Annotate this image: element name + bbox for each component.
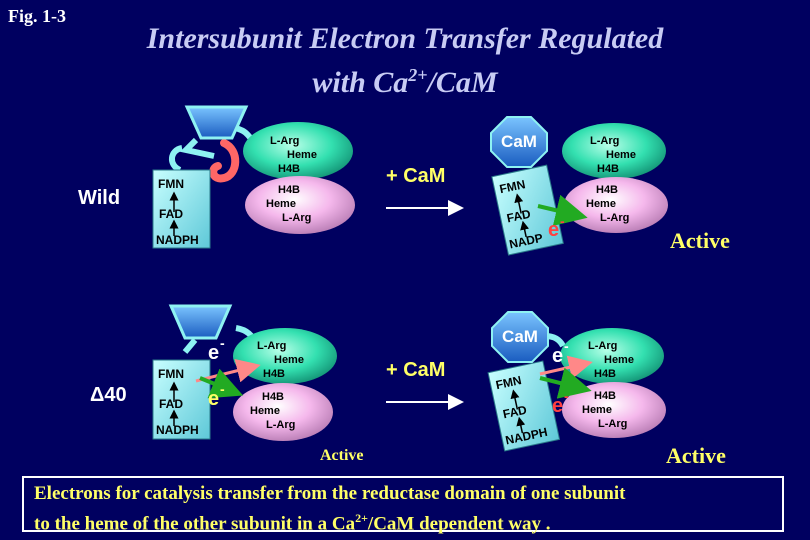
heme-domain-green: [562, 123, 666, 179]
caption-ca-charge: 2+: [355, 511, 368, 525]
heme-pink-h4b: H4B: [262, 391, 284, 403]
add-cam-label-top: + CaM: [386, 165, 445, 187]
heme-green-heme: Heme: [606, 149, 636, 161]
reductase-fmn: FMN: [158, 177, 184, 191]
reductase-arrow: [510, 389, 520, 410]
heme-green-h4b: H4B: [263, 368, 285, 380]
electron-label-top: e: [552, 345, 563, 367]
caption-line-1: Electrons for catalysis transfer from th…: [34, 483, 626, 504]
wild-inactive-enzyme: L-Arg Heme H4B H4B Heme L-Arg FMN FAD NA…: [152, 105, 355, 249]
heme-domain-pink: [564, 177, 668, 233]
calmodulin-binding-site: [168, 304, 233, 340]
calmodulin-label: CaM: [502, 327, 538, 346]
heme-pink-heme: Heme: [266, 198, 296, 210]
electron-charge: -: [564, 388, 569, 404]
electron-charge: -: [220, 335, 225, 351]
heme-pink-larg: L-Arg: [266, 419, 295, 431]
reductase-fmn: FMN: [498, 177, 526, 196]
reductase-arrow: [516, 416, 526, 434]
heme-pink-larg: L-Arg: [282, 212, 311, 224]
active-label-bottom: Active: [666, 443, 726, 468]
title-line-1: Intersubunit Electron Transfer Regulated: [146, 22, 664, 55]
electron-charge: -: [560, 213, 565, 229]
heme-green-heme: Heme: [274, 354, 304, 366]
electron-transfer-arrow: [537, 194, 588, 226]
heme-green-h4b: H4B: [594, 368, 616, 380]
electron-label: e: [548, 219, 559, 241]
reductase-nadph-clipped: NADP: [508, 231, 544, 252]
linker: [182, 338, 198, 354]
delta40-enzyme: L-Arg Heme H4B H4B Heme L-Arg FMN FAD NA…: [152, 304, 337, 441]
reductase-fmn: FMN: [158, 367, 184, 381]
title-line-2: with Ca2+/CaM: [0, 58, 810, 100]
heme-pink-h4b: H4B: [278, 184, 300, 196]
title-cam: /CaM: [427, 66, 498, 99]
row-label-delta40: Δ40: [90, 384, 127, 406]
heme-pink-h4b: H4B: [594, 390, 616, 402]
heme-green-larg: L-Arg: [590, 135, 619, 147]
electron-label-bottom: e: [208, 388, 219, 410]
caption-line-2: to the heme of the other subunit in a Ca…: [34, 506, 772, 536]
electron-label-top: e: [208, 342, 219, 364]
electron-transfer-arrow-green: [199, 368, 244, 399]
electron-charge: -: [564, 338, 569, 354]
electron-transfer-arrow-green: [539, 367, 592, 399]
row-label-wild: Wild: [78, 187, 120, 209]
heme-green-larg: L-Arg: [270, 135, 299, 147]
add-cam-label-bottom: + CaM: [386, 359, 445, 381]
heme-domain-pink: [245, 176, 355, 234]
reductase-fmn: FMN: [494, 373, 522, 392]
heme-green-larg: L-Arg: [257, 340, 286, 352]
reductase-domain: [152, 359, 211, 440]
reductase-fad: FAD: [505, 207, 532, 226]
figure-label: Fig. 1-3: [8, 6, 66, 26]
reductase-fad: FAD: [502, 403, 529, 422]
caption-line-2-start: to the heme of the other subunit in a Ca: [34, 513, 356, 535]
title-ca: with Ca: [312, 66, 409, 99]
active-label-top: Active: [670, 228, 730, 253]
heme-green-heme: Heme: [287, 149, 317, 161]
heme-pink-larg: L-Arg: [600, 212, 629, 224]
delta40-active-enzyme: L-Arg Heme H4B H4B Heme L-Arg FMN FAD NA…: [487, 311, 666, 452]
active-label-small: Active: [320, 447, 364, 464]
autoinhibitory-loop: [209, 139, 240, 183]
heme-green-heme: Heme: [604, 354, 634, 366]
reductase-nadph: NADPH: [156, 423, 199, 437]
heme-green-h4b: H4B: [278, 163, 300, 175]
wild-active-enzyme: L-Arg Heme H4B H4B Heme L-Arg FMN FAD NA…: [490, 116, 668, 256]
reductase-fad: FAD: [159, 397, 183, 411]
calmodulin: [490, 116, 548, 168]
electron-charge: -: [220, 381, 225, 397]
electron-label-bottom: e: [552, 395, 563, 417]
linker: [179, 137, 215, 159]
heme-pink-heme: Heme: [582, 404, 612, 416]
heme-green-h4b: H4B: [597, 163, 619, 175]
heme-pink-h4b: H4B: [596, 184, 618, 196]
reductase-domain: [152, 169, 211, 249]
calmodulin-label: CaM: [501, 132, 537, 151]
caption-box: Electrons for catalysis transfer from th…: [22, 476, 784, 534]
reductase-fad: FAD: [159, 207, 183, 221]
calmodulin-binding-site: [184, 105, 249, 140]
reductase-nadph: NADPH: [156, 233, 199, 247]
heme-pink-heme: Heme: [250, 405, 280, 417]
heme-domain-green: [243, 122, 353, 180]
linker: [169, 145, 183, 173]
heme-pink-larg: L-Arg: [598, 418, 627, 430]
heme-pink-heme: Heme: [586, 198, 616, 210]
title-ca-charge: 2+: [408, 65, 428, 85]
heme-green-larg: L-Arg: [588, 340, 617, 352]
heme-domain-pink: [233, 383, 333, 441]
reductase-arrow: [520, 220, 529, 238]
reductase-arrow: [514, 193, 524, 214]
reductase-domain: FMN FAD NADPH: [487, 360, 561, 452]
caption-line-2-end: /CaM dependent way .: [367, 513, 551, 535]
calmodulin: [491, 311, 549, 363]
